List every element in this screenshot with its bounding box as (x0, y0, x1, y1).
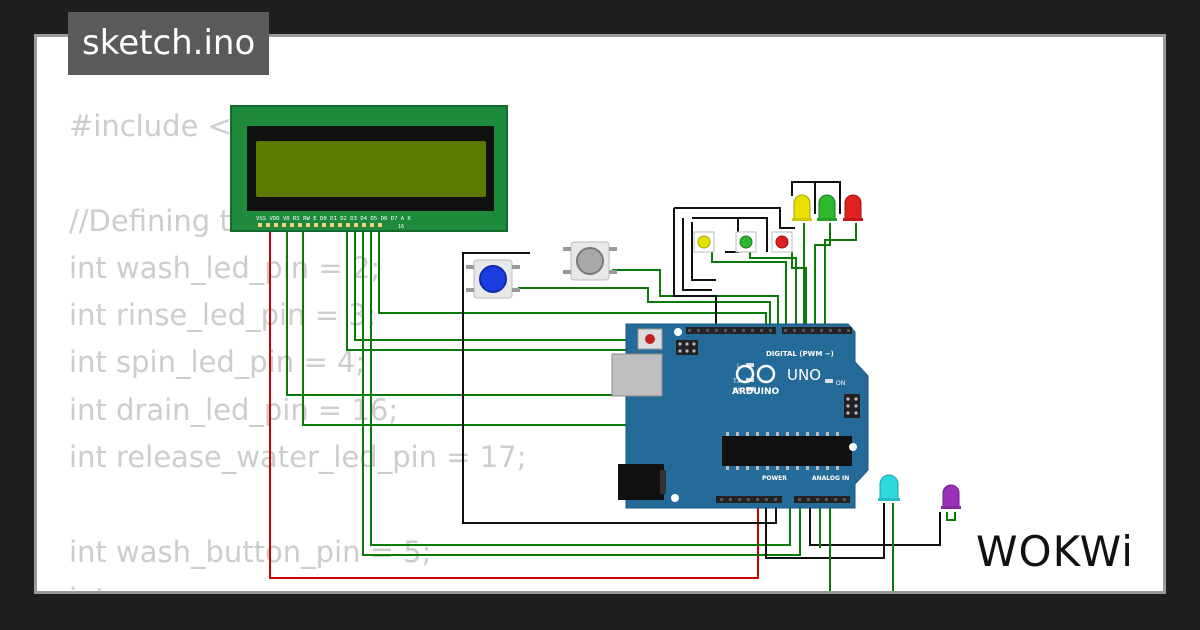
wire-black[interactable] (674, 207, 795, 229)
wire-green[interactable] (791, 252, 807, 335)
led-purple[interactable] (941, 484, 961, 509)
analog-label: ANALOG IN (812, 475, 849, 482)
board-model: UNO (787, 366, 821, 384)
led-cyan[interactable] (878, 474, 900, 501)
led-red-small[interactable] (771, 231, 793, 253)
wire-black[interactable] (765, 500, 885, 559)
lcd-pin-count: 16 (398, 224, 404, 230)
led-green-small[interactable] (735, 231, 757, 253)
code-line: int wash_led_pin = 2; (69, 250, 381, 285)
usb-port (611, 353, 663, 397)
arduino-uno-board[interactable]: DIGITAL (PWM ~) L TX RX UNO ARDUINO ON (611, 323, 869, 509)
code-editor-text: #include <L //Defining t int wash_led_pi… (69, 103, 527, 591)
lcd-screen (256, 141, 486, 197)
wire-black[interactable] (809, 500, 941, 546)
led-rx-label: RX (733, 387, 741, 394)
wire-green[interactable] (518, 287, 771, 335)
led-green[interactable] (817, 194, 837, 221)
board-brand: ARDUINO (732, 387, 780, 397)
led-red[interactable] (843, 194, 863, 221)
onboard-led-rx (746, 387, 754, 391)
lcd-pin-labels: VSS VDD V0 RS RW E D0 D1 D2 D3 D4 D5 D6 … (256, 216, 412, 222)
wire-green[interactable] (362, 227, 801, 556)
code-line: int rinse_led_pin = 3; (69, 298, 377, 333)
digital-header-right[interactable] (782, 327, 852, 334)
wire-green[interactable] (749, 252, 797, 335)
on-label: ON (836, 380, 845, 387)
wire-black[interactable] (682, 218, 712, 291)
preview-card: #include <L //Defining t int wash_led_pi… (34, 34, 1166, 594)
atmega-chip (722, 436, 852, 466)
analog-header[interactable] (794, 496, 850, 503)
wire-green[interactable] (824, 223, 857, 335)
file-name-tab[interactable]: sketch.ino (68, 12, 270, 75)
led-l-label: L (737, 363, 741, 370)
wire-black[interactable] (691, 222, 716, 281)
led-yellow[interactable] (792, 194, 812, 221)
wire-green[interactable] (946, 512, 956, 521)
onboard-led-l (746, 363, 754, 367)
led-yellow-small[interactable] (693, 231, 715, 253)
power-led (825, 379, 833, 383)
wire-green[interactable] (814, 223, 831, 335)
wokwi-logo: WOKWi (976, 527, 1134, 576)
wire-green[interactable] (711, 252, 787, 335)
wokwi-logo-text: WOKWi (976, 527, 1134, 576)
power-jack (618, 464, 664, 500)
code-line: int drain_led_pin = 16; (69, 392, 399, 427)
push-button-gray[interactable] (563, 241, 617, 281)
push-button-blue[interactable] (466, 259, 520, 299)
code-line: //Defining t (69, 203, 231, 238)
lcd-display[interactable]: VSS VDD V0 RS RW E D0 D1 D2 D3 D4 D5 D6 … (230, 105, 508, 232)
wire-black[interactable] (673, 208, 717, 335)
code-line: int release_water_led_pin = 17; (69, 440, 527, 475)
digital-label: DIGITAL (PWM ~) (766, 350, 834, 358)
code-line: int ... (69, 582, 144, 591)
digital-header-left[interactable] (686, 327, 776, 334)
wire-green[interactable] (370, 227, 791, 546)
wire-black[interactable] (738, 217, 768, 252)
code-line: int wash_button_pin = 5; (69, 534, 432, 569)
code-line: int spin_led_pin = 4; (69, 345, 366, 380)
wire-black[interactable] (462, 252, 777, 524)
reset-button-cap (645, 334, 655, 344)
power-label: POWER (762, 475, 787, 482)
wire-black[interactable] (815, 181, 841, 214)
wire-red[interactable] (269, 227, 759, 579)
arduino-infinity-logo (735, 364, 776, 384)
wire-green[interactable] (612, 269, 779, 335)
wire-black[interactable] (791, 181, 816, 214)
led-tx-label: TX (732, 378, 741, 385)
